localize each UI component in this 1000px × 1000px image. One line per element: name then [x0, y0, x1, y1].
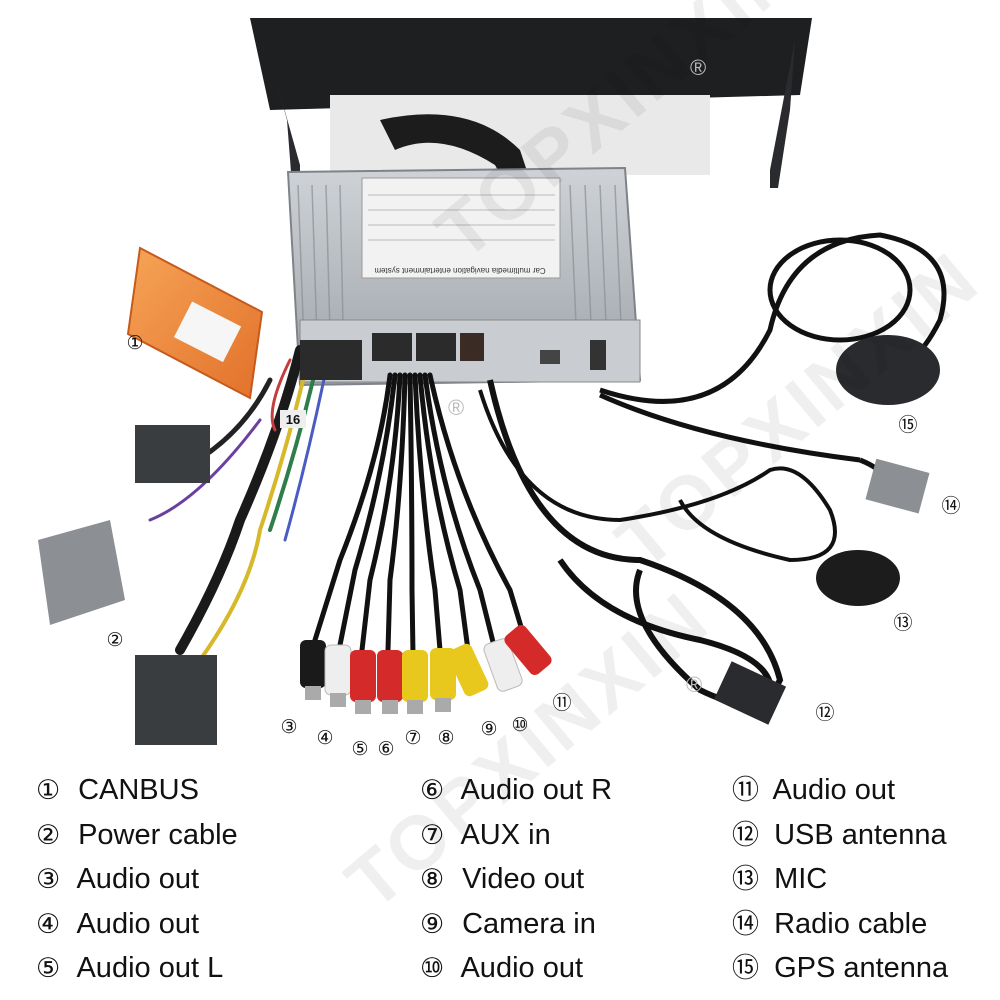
harness-connector-bottom: [135, 655, 217, 745]
legend-label: USB antenna: [774, 818, 947, 851]
callout-13: ⑬: [893, 612, 913, 634]
head-unit-body: Car multimedia navigation entertainment …: [286, 166, 642, 387]
callout-2: ②: [106, 629, 124, 651]
rca-plug-11: [504, 624, 552, 676]
legend-num: ⑫: [732, 819, 759, 851]
callout-6: ⑥: [377, 738, 395, 760]
legend-num: ③: [36, 864, 61, 895]
legend-num: ②: [36, 819, 61, 851]
mic: [816, 550, 900, 606]
product-photo: Car multimedia navigation entertainment …: [38, 18, 947, 745]
rca-plug-5: [350, 650, 376, 714]
legend-num: ⑪: [732, 775, 759, 806]
legend-num: ①: [36, 775, 61, 806]
watermark-mark-1: ®: [690, 55, 706, 80]
legend-column-1: ① CANBUS ② Power cable ③ Audio out ④ Aud…: [36, 768, 238, 991]
legend-item-usb-antenna: ⑫ USB antenna: [732, 813, 948, 858]
legend-num: ⑩: [420, 953, 445, 984]
callout-1: ①: [126, 332, 144, 354]
gps-antenna-puck: [836, 335, 940, 405]
legend-item-mic: ⑬ MIC: [732, 857, 948, 902]
callout-8: ⑧: [437, 727, 455, 749]
power-harness: [148, 345, 332, 662]
legend-item-radio-cable: ⑭ Radio cable: [732, 902, 948, 947]
callout-10: ⑩: [511, 714, 529, 736]
callout-11: ⑪: [552, 692, 572, 714]
legend-num: ⑥: [420, 775, 445, 806]
callout-12: ⑫: [815, 702, 835, 724]
legend-item-canbus: ① CANBUS: [36, 768, 238, 813]
rca-plug-9: [447, 643, 489, 697]
watermark-mark-3: ®: [448, 395, 464, 420]
rca-plug-7: [402, 650, 428, 714]
legend-label: AUX in: [460, 818, 551, 851]
legend-num: ⑬: [732, 864, 759, 895]
sticker-title: Car multimedia navigation entertainment …: [374, 266, 546, 275]
legend-num: ④: [36, 908, 61, 940]
legend-item-audio-out-4: ④ Audio out: [36, 902, 238, 947]
head-unit-screen: [250, 18, 812, 210]
rca-plug-4: [324, 644, 352, 707]
legend-num: ⑧: [420, 864, 445, 895]
legend-num: ⑦: [420, 819, 445, 851]
legend-label: Camera in: [462, 907, 596, 940]
callout-9: ⑨: [480, 718, 498, 740]
legend-label: Audio out: [76, 863, 200, 895]
usb-plug: [713, 661, 787, 725]
legend-item-power-cable: ② Power cable: [36, 813, 238, 858]
legend-num: ⑨: [420, 908, 445, 940]
callout-4: ④: [316, 727, 334, 749]
harness-connector-top: [135, 425, 210, 483]
legend-label: MIC: [774, 863, 828, 895]
legend-item-audio-out-3: ③ Audio out: [36, 857, 238, 902]
legend-label: Power cable: [78, 818, 238, 851]
gps-antenna: [598, 232, 947, 463]
canbus-box: [126, 246, 264, 400]
legend-num: ⑮: [732, 953, 759, 984]
legend-item-aux-in: ⑦ AUX in: [420, 813, 612, 858]
legend-label: Radio cable: [774, 907, 928, 940]
harness-connector-left: [38, 520, 125, 625]
legend-label: Audio out: [76, 907, 200, 940]
legend: ① CANBUS ② Power cable ③ Audio out ④ Aud…: [0, 768, 1000, 1000]
legend-label: GPS antenna: [774, 952, 949, 984]
rca-plug-10: [483, 638, 523, 692]
legend-label: CANBUS: [78, 774, 199, 806]
legend-item-video-out: ⑧ Video out: [420, 857, 612, 902]
legend-label: Audio out L: [76, 952, 224, 984]
rca-cable-bundle: [312, 372, 528, 658]
callout-3: ③: [280, 716, 298, 738]
usb-cable: [487, 379, 784, 706]
legend-num: ⑤: [36, 953, 61, 984]
legend-item-audio-out-10: ⑩ Audio out: [420, 946, 612, 991]
callout-5: ⑤: [351, 738, 369, 760]
legend-label: Audio out: [772, 774, 896, 806]
legend-num: ⑭: [732, 908, 759, 940]
radio-cable-connector: [865, 458, 930, 514]
legend-item-audio-out-r: ⑥ Audio out R: [420, 768, 612, 813]
legend-label: Audio out R: [460, 774, 613, 806]
callout-14: ⑭: [941, 495, 961, 517]
legend-column-2: ⑥ Audio out R ⑦ AUX in ⑧ Video out ⑨ Cam…: [420, 768, 612, 991]
mic-cable: [478, 389, 837, 563]
legend-column-3: ⑪ Audio out ⑫ USB antenna ⑬ MIC ⑭ Radio …: [732, 768, 948, 991]
legend-item-camera-in: ⑨ Camera in: [420, 902, 612, 947]
callout-7: ⑦: [404, 727, 422, 749]
callout-15: ⑮: [898, 414, 918, 436]
watermark-mark-2: ®: [686, 672, 702, 697]
legend-item-audio-out-11: ⑪ Audio out: [732, 768, 948, 813]
rca-plug-6: [377, 650, 403, 714]
rca-plug-3: [300, 640, 326, 700]
legend-label: Audio out: [460, 952, 584, 984]
legend-item-gps-antenna: ⑮ GPS antenna: [732, 946, 948, 991]
legend-item-audio-out-l: ⑤ Audio out L: [36, 946, 238, 991]
legend-label: Video out: [462, 863, 585, 895]
harness-tag: 16: [286, 412, 300, 427]
